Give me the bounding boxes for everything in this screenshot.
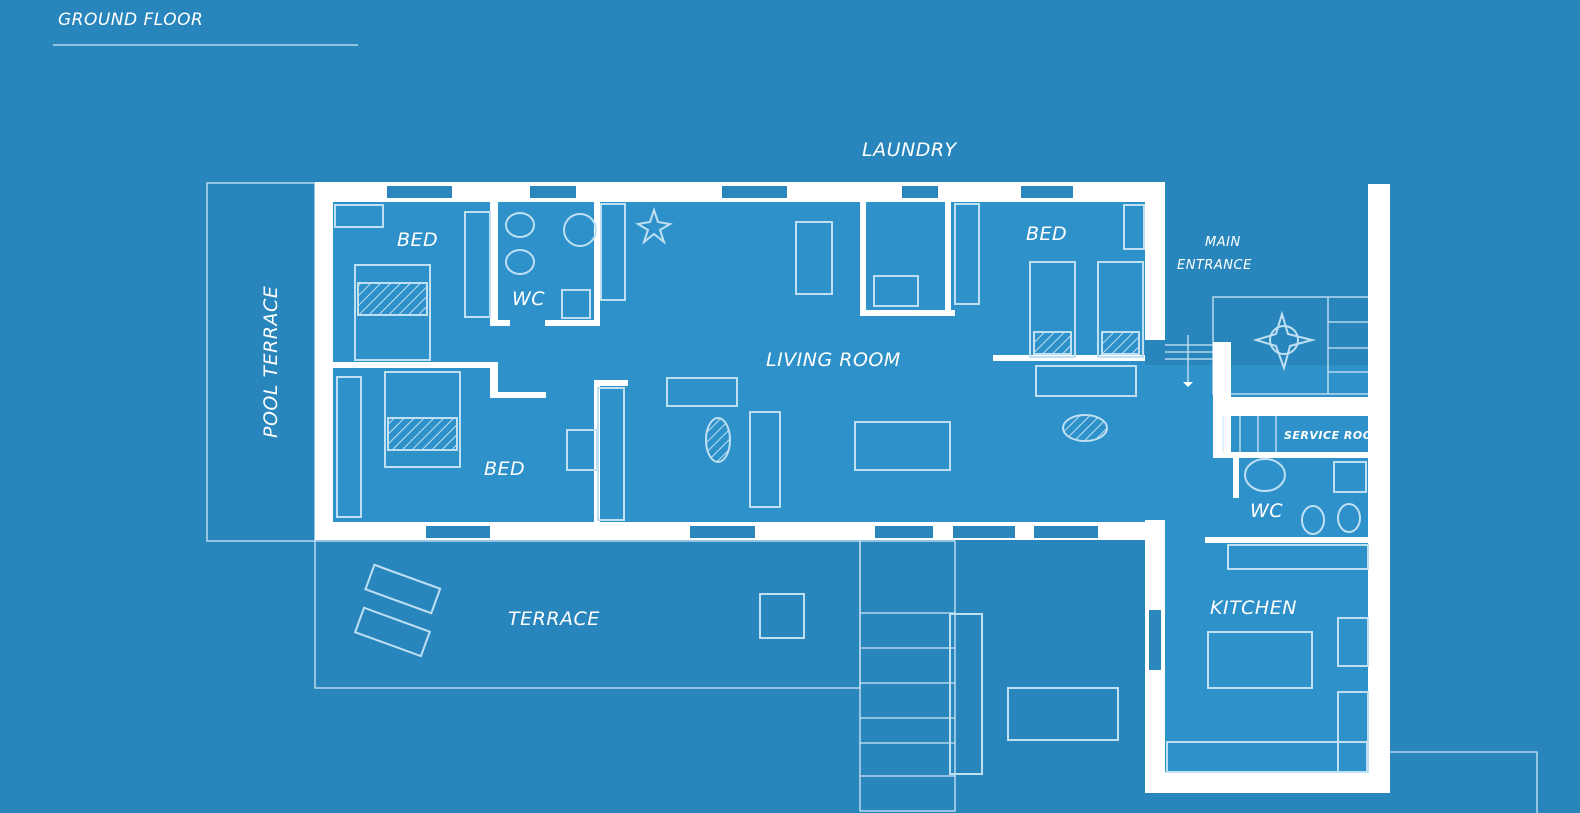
label-bed-sw: BED — [484, 458, 525, 480]
fridge — [1337, 617, 1369, 667]
double-bed-sw — [384, 371, 461, 468]
label-bed-nw: BED — [397, 229, 438, 251]
garden-steps — [859, 540, 956, 812]
sofa-3 — [1035, 365, 1137, 397]
label-pool-terrace: POOL TERRACE — [260, 286, 282, 438]
wardrobe-nw — [464, 211, 491, 318]
shower — [561, 289, 591, 319]
furniture — [334, 203, 1369, 775]
laundry-sink — [873, 275, 919, 307]
sun-loungers — [353, 563, 442, 658]
label-main-entrance-2: ENTRANCE — [1177, 258, 1252, 273]
label-bed-ne: BED — [1026, 223, 1067, 245]
sofa-1 — [666, 377, 738, 407]
wardrobe-hall — [600, 203, 626, 301]
counter — [1166, 741, 1368, 773]
wardrobe-ne — [954, 203, 980, 305]
label-laundry: LAUNDRY — [862, 139, 958, 161]
plan-title: GROUND FLOOR — [58, 10, 203, 30]
terrace-table — [759, 593, 805, 639]
service-room-shelves — [1222, 416, 1277, 452]
outdoor-table — [1007, 687, 1119, 741]
plant-icon — [635, 206, 673, 245]
wardrobe-sw — [336, 376, 362, 518]
windows — [387, 186, 1161, 670]
desk-nw — [334, 204, 384, 228]
toilet-east — [1337, 503, 1361, 533]
label-wc-east: WC — [1250, 500, 1283, 522]
label-terrace: TERRACE — [508, 608, 600, 630]
kitchen-cabinet — [1227, 544, 1369, 570]
kitchen-table — [1207, 631, 1313, 689]
rug-table — [1062, 414, 1108, 442]
sofa-2 — [749, 411, 781, 508]
label-main-entrance-1: MAIN — [1205, 235, 1241, 250]
label-wc: WC — [512, 288, 545, 310]
desk-sw — [566, 429, 598, 471]
desk-ne — [1123, 204, 1145, 250]
shower-east — [1333, 461, 1367, 493]
bidet — [505, 249, 535, 275]
room-labels: LAUNDRY BED WC BED LIVING ROOM BED MAIN … — [260, 139, 1384, 630]
sink — [563, 213, 597, 247]
dining-table — [854, 421, 951, 471]
sink-east — [1244, 458, 1286, 492]
label-kitchen: KITCHEN — [1210, 597, 1297, 619]
planter — [949, 613, 983, 775]
bidet-east — [1301, 505, 1325, 535]
desk-living — [795, 221, 833, 295]
coffee-table — [705, 417, 731, 463]
outdoor-path — [1390, 751, 1538, 813]
single-beds — [1029, 261, 1144, 358]
double-bed-nw — [354, 264, 431, 361]
label-living-room: LIVING ROOM — [766, 349, 901, 371]
compass-rose-icon — [1252, 310, 1316, 372]
label-service-room: SERVICE ROOM — [1284, 429, 1384, 442]
toilet — [505, 212, 535, 238]
